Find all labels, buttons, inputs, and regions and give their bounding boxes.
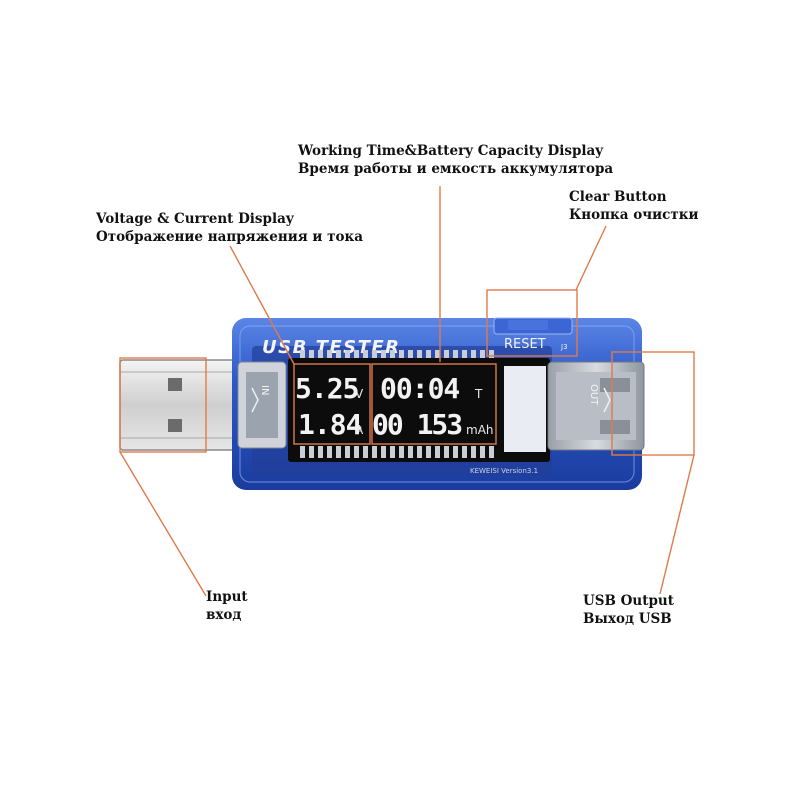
usb-output-highlight: [611, 351, 695, 456]
capacity-unit: mAh: [466, 423, 494, 437]
lcd-pin: [471, 446, 476, 458]
output-arrow-icon: [603, 387, 611, 413]
lcd-pin: [399, 350, 404, 358]
lcd-pin: [354, 446, 359, 458]
capacity-value: 00 153: [372, 408, 462, 441]
lcd-pin: [390, 350, 395, 358]
lcd-pin: [336, 446, 341, 458]
callout-working-time: Working Time&Battery Capacity Display Вр…: [298, 142, 613, 178]
callout-input-en: Input: [206, 589, 248, 605]
reset-button[interactable]: [493, 317, 573, 335]
lcd-pin: [489, 350, 494, 358]
lcd-pin: [372, 446, 377, 458]
lcd-pin: [327, 446, 332, 458]
callout-clear-button-ru: Кнопка очистки: [569, 207, 699, 223]
callout-usb-output: USB Output Выход USB: [583, 592, 674, 628]
clear-button-leader: [575, 225, 607, 291]
voltage-current-highlight: [293, 363, 371, 445]
lcd-pin: [417, 446, 422, 458]
callout-voltage-current-ru: Отображение напряжения и тока: [96, 229, 364, 245]
lcd-pin: [453, 446, 458, 458]
lcd-pin: [363, 446, 368, 458]
lcd-pin: [327, 350, 332, 358]
lcd-pin: [480, 350, 485, 358]
lcd-pin: [435, 350, 440, 358]
lcd-pin: [453, 350, 458, 358]
callout-usb-output-ru: Выход USB: [583, 611, 672, 627]
reset-label: RESET: [504, 337, 546, 352]
lcd-pin: [345, 350, 350, 358]
callout-voltage-current: Voltage & Current Display Отображение на…: [96, 210, 363, 246]
input-connector: [237, 361, 287, 449]
lcd-pin: [462, 446, 467, 458]
lcd-pin: [381, 350, 386, 358]
usb-output-leader: [659, 454, 695, 595]
callout-input-ru: вход: [206, 607, 242, 623]
lcd-pin: [363, 350, 368, 358]
input-leader: [119, 451, 207, 597]
lcd-pin: [300, 350, 305, 358]
lcd-pin: [426, 350, 431, 358]
lcd-pin: [462, 350, 467, 358]
lcd-pin: [444, 446, 449, 458]
lcd-top-ribbon: [300, 350, 494, 358]
lcd-pin: [309, 350, 314, 358]
current-unit: A: [355, 423, 364, 437]
lcd-pin: [435, 446, 440, 458]
lcd-pin: [390, 446, 395, 458]
input-highlight: [119, 357, 207, 453]
lcd-pin: [444, 350, 449, 358]
callout-voltage-current-en: Voltage & Current Display: [96, 211, 294, 227]
voltage-current-leader: [229, 245, 295, 365]
lcd-pin: [336, 350, 341, 358]
callout-working-time-en: Working Time&Battery Capacity Display: [298, 143, 604, 159]
lcd-bottom-ribbon: [300, 446, 494, 458]
callout-clear-button: Clear Button Кнопка очистки: [569, 188, 699, 224]
lcd-pin: [399, 446, 404, 458]
lcd-pin: [417, 350, 422, 358]
lcd-pin: [381, 446, 386, 458]
current-value: 1.84: [298, 408, 362, 441]
usb-output-port[interactable]: [547, 361, 645, 451]
lcd-pin: [480, 446, 485, 458]
model-label: KEWEISI Version3.1: [470, 467, 538, 475]
callout-usb-output-en: USB Output: [583, 593, 674, 609]
lcd-pin: [300, 446, 305, 458]
lcd-pin: [309, 446, 314, 458]
lcd-screen: [288, 350, 550, 462]
voltage-value: 5.25: [295, 372, 358, 405]
time-value: 00:04: [380, 372, 459, 405]
lcd-pin: [471, 350, 476, 358]
voltage-unit: V: [355, 387, 364, 401]
lcd-pin: [318, 446, 323, 458]
lcd-pin: [354, 350, 359, 358]
callout-working-time-ru: Время работы и емкость аккумулятора: [298, 161, 614, 177]
lcd-pin: [345, 446, 350, 458]
lcd-pin: [372, 350, 377, 358]
clear-button-highlight: [486, 289, 578, 357]
output-label: OUT: [588, 384, 599, 406]
lcd-pin: [318, 350, 323, 358]
lcd-pin: [489, 446, 494, 458]
input-arrow-icon: [251, 387, 259, 413]
working-time-highlight: [371, 363, 497, 445]
reset-mark: J3: [560, 343, 568, 351]
callout-clear-button-en: Clear Button: [569, 189, 667, 205]
lcd-pin: [408, 350, 413, 358]
input-label: IN: [259, 385, 270, 395]
lcd-pin: [426, 446, 431, 458]
time-unit: T: [474, 387, 483, 401]
lcd-pin: [408, 446, 413, 458]
callout-input: Input вход: [206, 588, 248, 624]
